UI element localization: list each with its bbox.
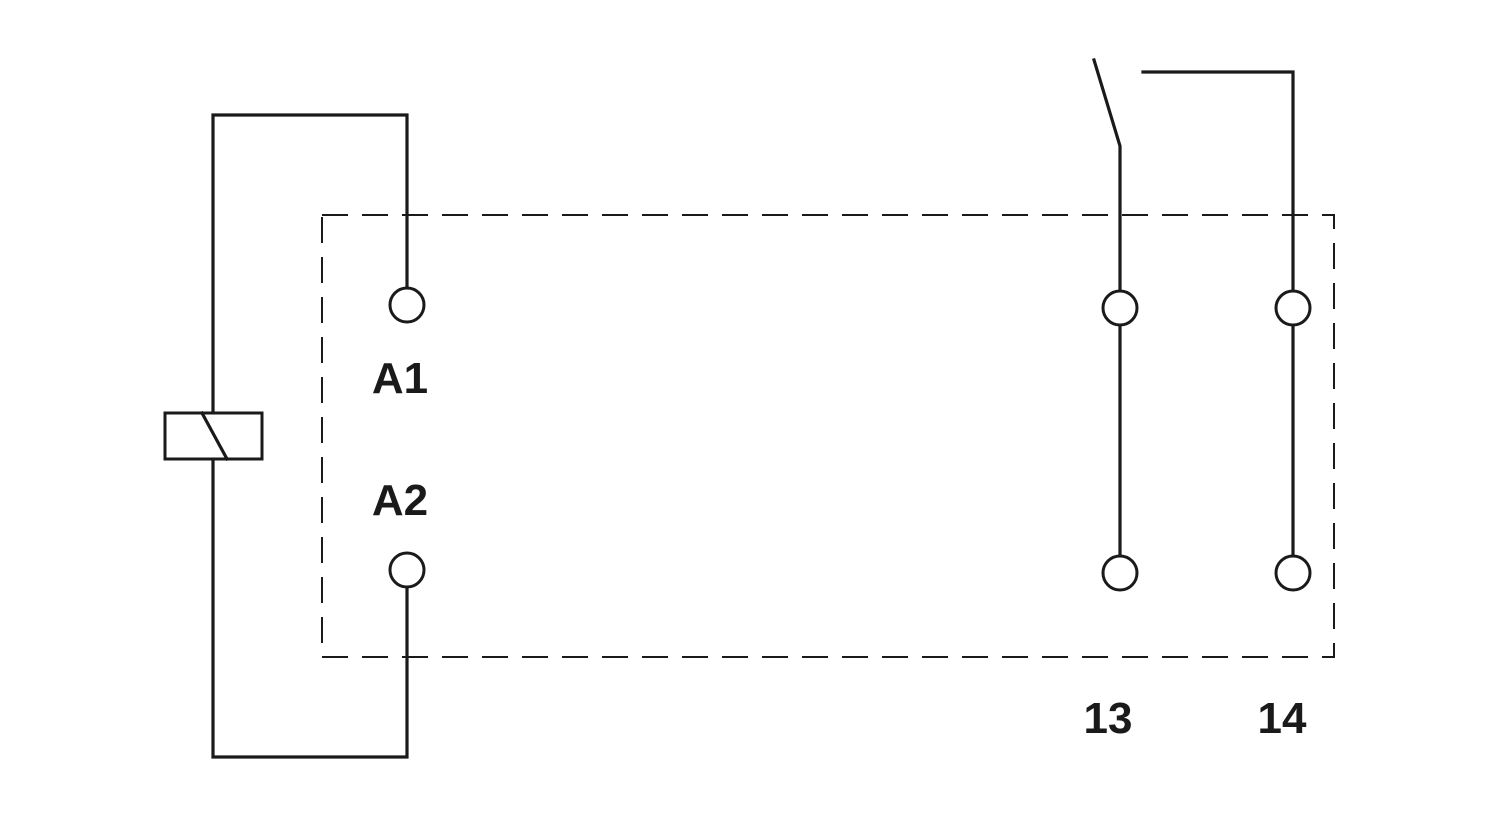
terminal-13-bottom <box>1101 554 1139 592</box>
terminal-a2 <box>388 551 426 589</box>
label-13: 13 <box>1084 694 1133 743</box>
label-a2: A2 <box>372 476 428 525</box>
label-14: 14 <box>1258 694 1307 743</box>
coil-diagonal <box>199 410 230 462</box>
terminal-a1 <box>388 286 426 324</box>
terminal-14-bottom <box>1274 554 1312 592</box>
contact-switch-arm <box>1092 58 1122 292</box>
terminal-13-top <box>1101 289 1139 327</box>
relay-coil-symbol <box>163 410 264 462</box>
label-a1: A1 <box>372 354 428 403</box>
relay-enclosure <box>321 214 1335 658</box>
coil-wire-top <box>211 113 409 415</box>
coil-wire-bottom <box>211 457 409 759</box>
terminal-14-top <box>1274 289 1312 327</box>
contact-14-wire-top <box>1141 70 1295 292</box>
